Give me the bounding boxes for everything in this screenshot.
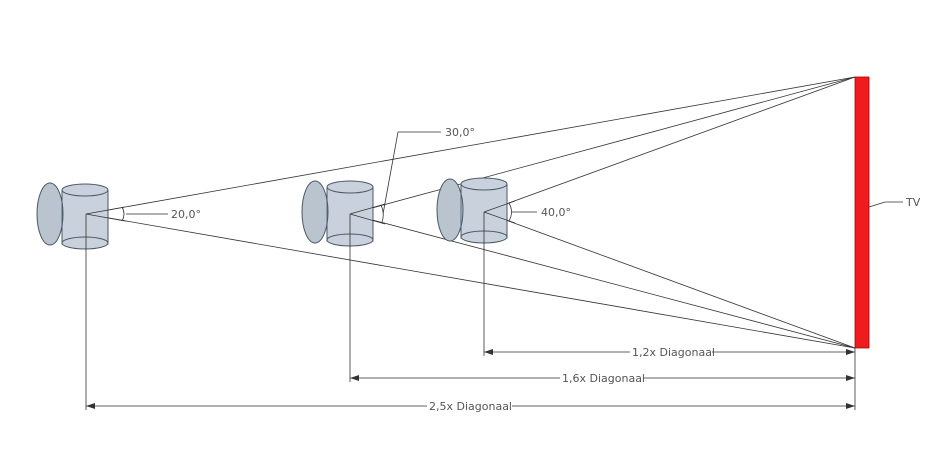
tv-label: TV (905, 196, 921, 209)
sight-line-mid-top (349, 76, 856, 215)
angle-far-marker (121, 206, 168, 222)
angle-label-near: 40,0° (541, 206, 571, 219)
sight-line-mid-bottom (349, 213, 856, 349)
dimension-label-near: 1,2x Diagonaal (632, 346, 715, 359)
tv-leader (868, 201, 903, 208)
dimension-label-far: 2,5x Diagonaal (429, 400, 512, 413)
extension-lines (85, 212, 856, 410)
angle-label-mid: 30,0° (445, 126, 475, 139)
sight-lines (85, 76, 856, 349)
sight-line-far-top (85, 76, 856, 215)
chair-near (436, 177, 508, 244)
dimension-mid (350, 375, 855, 381)
dimension-near (484, 349, 855, 355)
sight-line-far-bottom (85, 213, 856, 349)
angle-mid-marker (380, 131, 441, 223)
sight-line-near-bottom (483, 211, 856, 349)
tv-screen (854, 76, 870, 349)
sight-line-origins (85, 200, 516, 225)
angle-label-far: 20,0° (171, 208, 201, 221)
chair-far (36, 182, 109, 250)
dimension-far (86, 403, 855, 409)
dimension-label-mid: 1,6x Diagonaal (562, 372, 645, 385)
sight-line-near-top (483, 76, 856, 213)
chair-mid (301, 180, 374, 247)
angle-near-marker (508, 202, 537, 222)
